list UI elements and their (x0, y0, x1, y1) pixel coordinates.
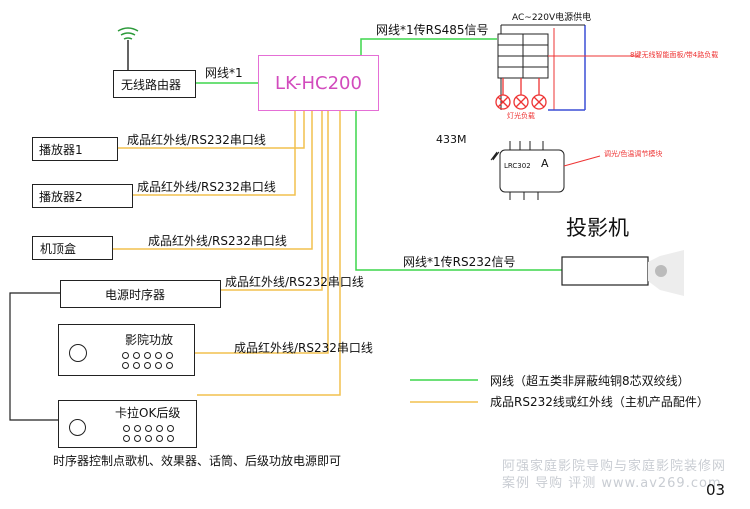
karaoke-button-icon (156, 435, 163, 442)
footnote: 时序器控制点歌机、效果器、话筒、后级功放电源即可 (53, 454, 342, 468)
cable-label-player2: 成品红外线/RS232串口线 (137, 180, 276, 194)
cable-label-stb: 成品红外线/RS232串口线 (148, 234, 287, 248)
cable-line-player1 (118, 111, 305, 149)
amp-button-icon (155, 352, 162, 359)
sequencer-box: 电源时序器 (60, 280, 221, 308)
amp-button-icon (122, 352, 129, 359)
amp-button-icon (166, 352, 173, 359)
projector-icon (561, 250, 684, 296)
dimmer-module (490, 141, 601, 200)
cable-line-player2 (133, 111, 296, 196)
karaoke-button-icon (123, 425, 130, 432)
amp-label: 影院功放 (125, 333, 174, 347)
hub-controller: LK-HC200 (258, 55, 379, 111)
wireless-label: 433M (436, 133, 467, 146)
karaoke-button-icon (134, 425, 141, 432)
router-label: 无线路由器 (121, 78, 182, 92)
cable-label-sequencer: 成品红外线/RS232串口线 (225, 275, 364, 289)
sequencer-label: 电源时序器 (105, 288, 166, 302)
karaoke-knob-icon (69, 419, 86, 436)
dimmer-label: 调光/色温调节模块 (604, 150, 663, 158)
watermark-line1: 阿强家庭影院导购与家庭影院装修网 (502, 459, 727, 474)
rs485-line (360, 38, 497, 55)
watermark-line2: 案例 导购 评测 www.av269.com (502, 476, 722, 491)
stb-box: 机顶盒 (32, 236, 113, 260)
legend-serial-label: 成品RS232线或红外线（主机产品配件） (490, 395, 709, 409)
lamp-icons (495, 78, 547, 110)
cable-line-karaoke (197, 111, 341, 396)
legend-network-label: 网线（超五类非屏蔽纯铜8芯双绞线） (490, 374, 690, 388)
lamp-label: 灯光负载 (507, 112, 535, 120)
amp-button-icon (144, 352, 151, 359)
player2-box: 播放器2 (32, 184, 133, 208)
dimmer-model: LRC302 (504, 162, 531, 170)
cable-line-stb (113, 111, 313, 250)
player1-box: 播放器1 (32, 137, 118, 161)
karaoke-button-icon (134, 435, 141, 442)
player2-label: 播放器2 (39, 190, 83, 204)
sequencer-power-line (9, 292, 60, 421)
karaoke-box: 卡拉OK后级 (58, 400, 197, 448)
amp-button-icon (133, 362, 140, 369)
karaoke-button-icon (167, 425, 174, 432)
cable-line-sequencer (221, 111, 323, 291)
karaoke-button-icon (123, 435, 130, 442)
rs485-label: 网线*1传RS485信号 (376, 23, 489, 37)
amp-button-icon (144, 362, 151, 369)
karaoke-button-icon (167, 435, 174, 442)
stb-label: 机顶盒 (40, 242, 77, 256)
wifi-icon (117, 27, 139, 70)
hub-label: LK-HC200 (275, 72, 362, 94)
karaoke-button-icon (145, 435, 152, 442)
panel-label: 8键无线智能面板/带4路负载 (630, 51, 719, 59)
projector-title: 投影机 (566, 216, 629, 240)
cable-label-player1: 成品红外线/RS232串口线 (127, 133, 266, 147)
amp-button-icon (122, 362, 129, 369)
amp-button-icon (155, 362, 162, 369)
router-link-label: 网线*1 (205, 66, 243, 80)
amp-box: 影院功放 (58, 324, 195, 376)
cable-line-amp (195, 111, 329, 354)
projector-link-label: 网线*1传RS232信号 (403, 255, 516, 269)
karaoke-button-icon (145, 425, 152, 432)
amp-button-icon (166, 362, 173, 369)
amp-button-icon (133, 352, 140, 359)
karaoke-button-icon (156, 425, 163, 432)
player1-label: 播放器1 (39, 143, 83, 157)
switch-panel (497, 24, 640, 111)
power-label: AC~220V电源供电 (512, 13, 592, 23)
dimmer-glyph: A (541, 157, 549, 170)
projector-link-line (355, 111, 562, 271)
wireless-router: 无线路由器 (113, 70, 196, 98)
amp-knob-icon (69, 344, 87, 362)
karaoke-label: 卡拉OK后级 (115, 406, 181, 420)
cable-label-amp: 成品红外线/RS232串口线 (234, 341, 373, 355)
page-number: 03 (706, 481, 726, 499)
